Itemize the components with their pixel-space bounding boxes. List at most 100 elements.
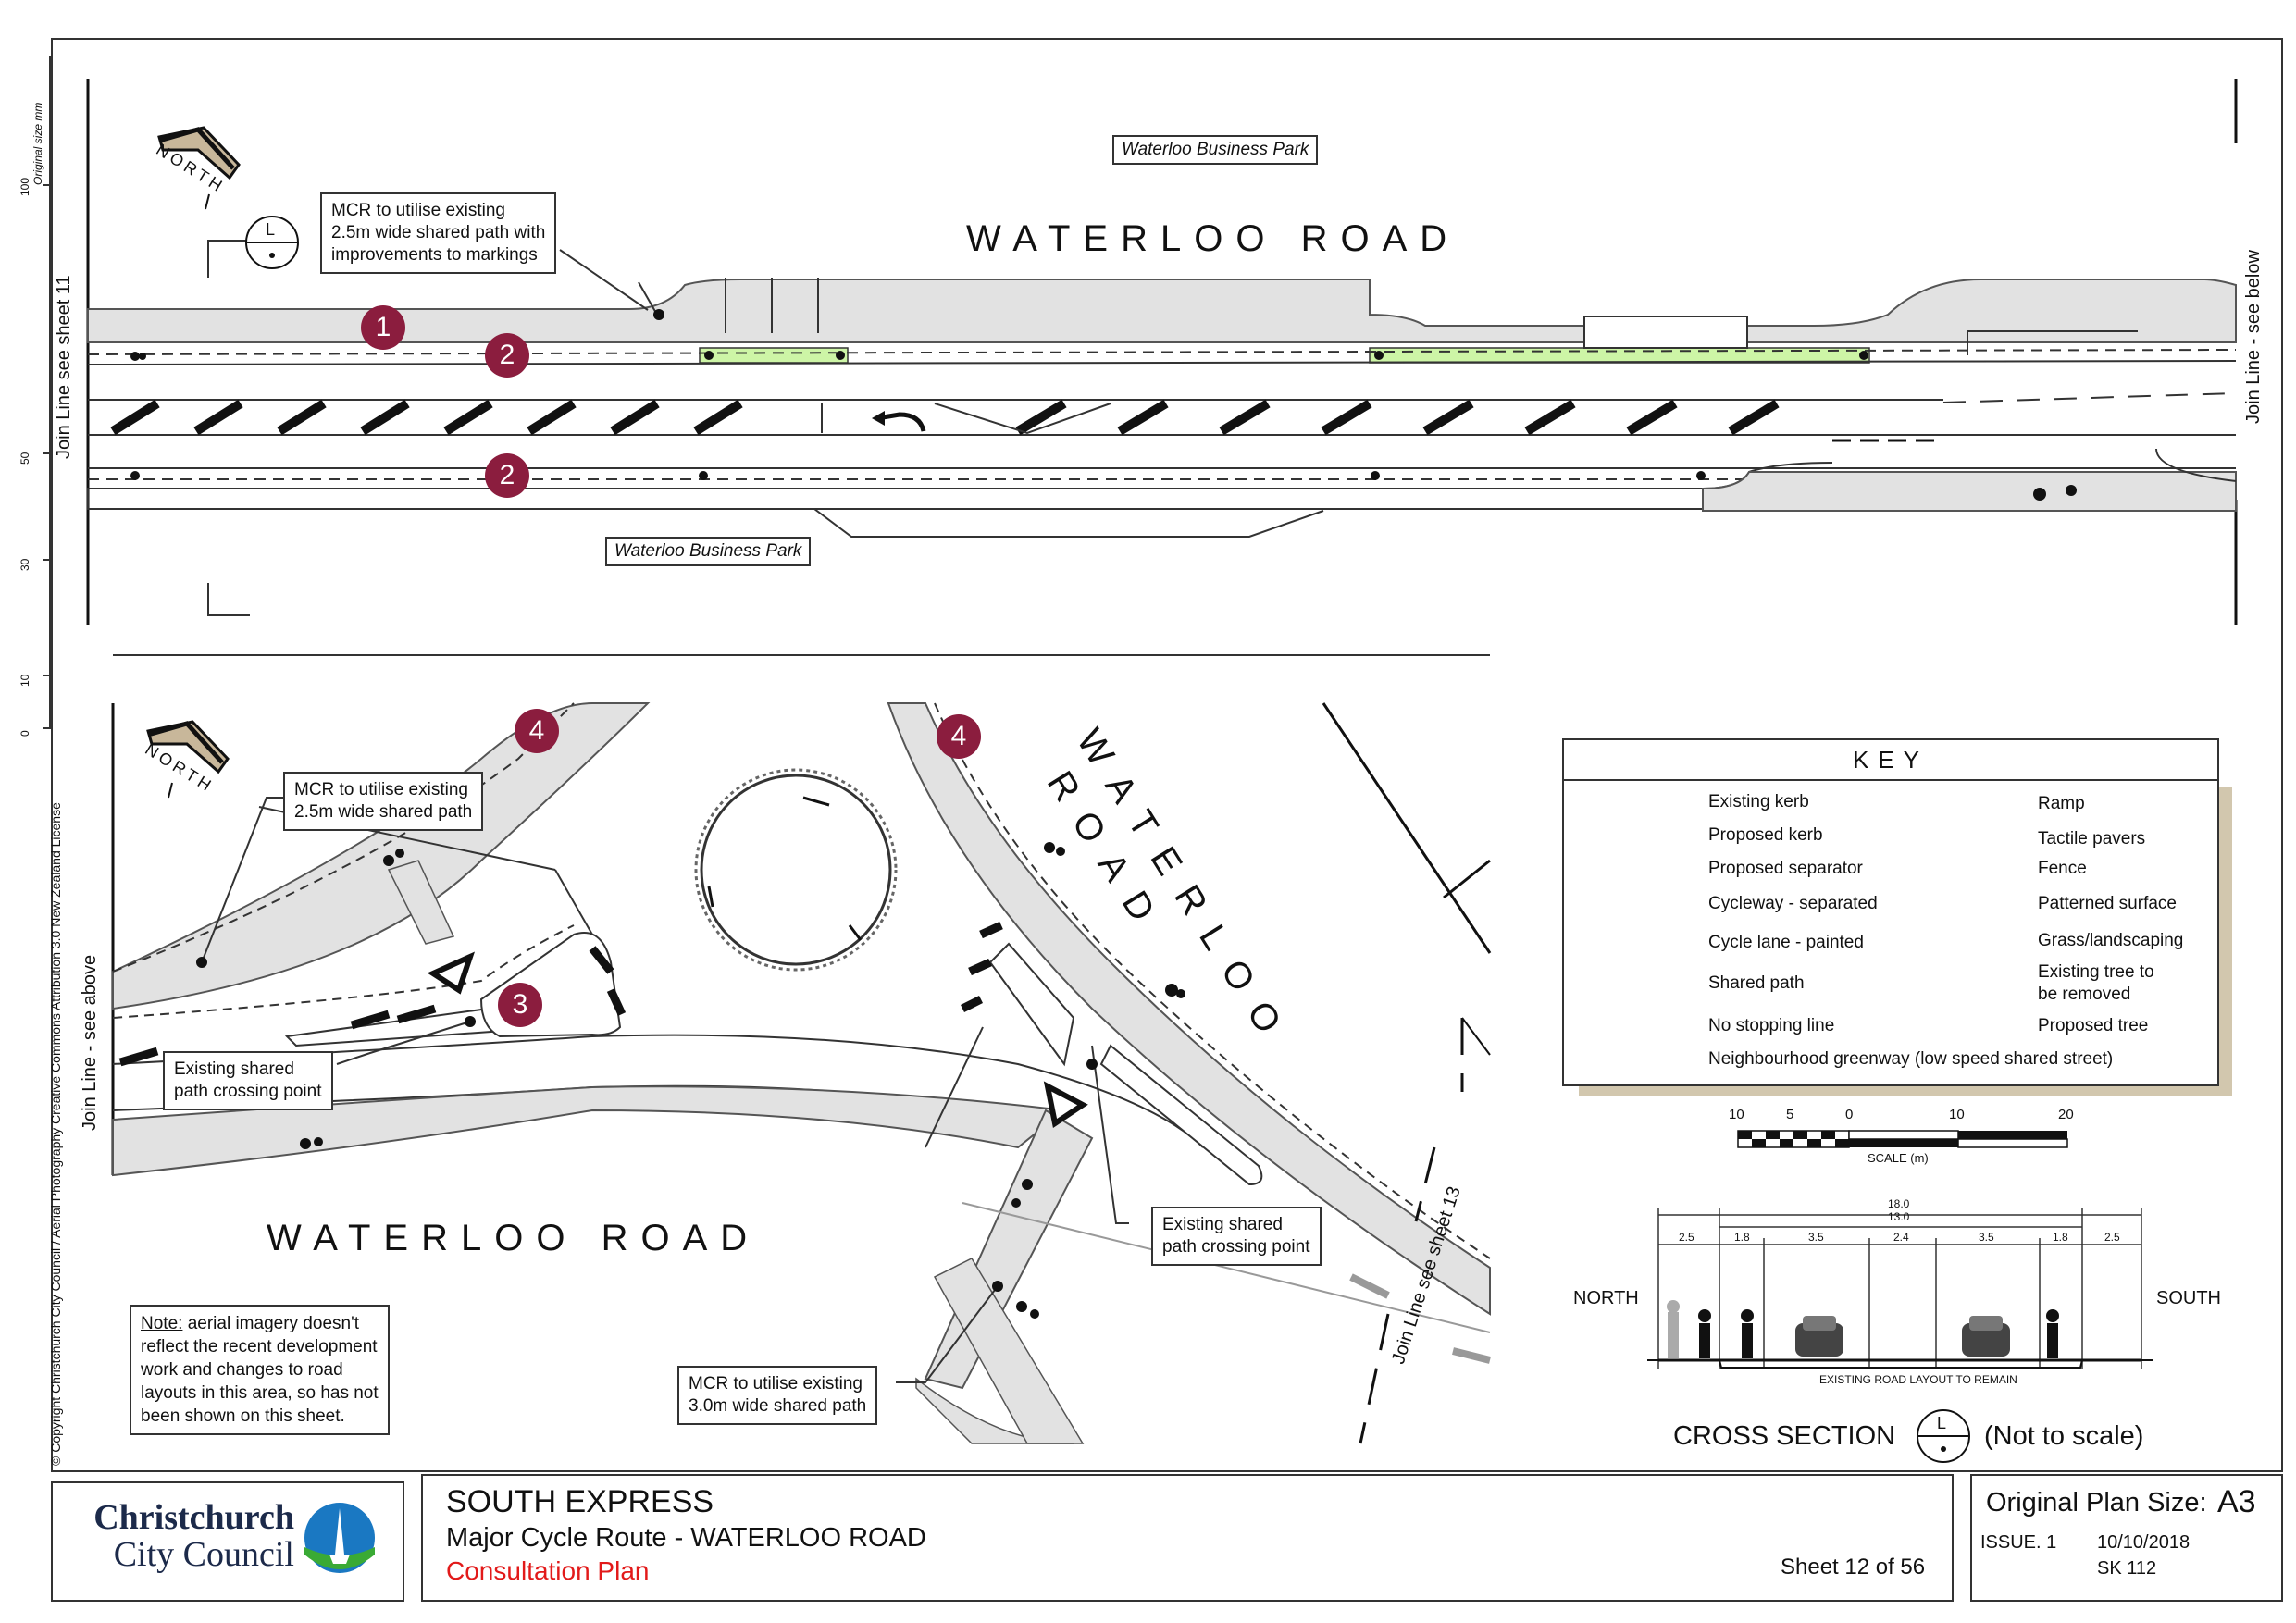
- badge-3: 3: [498, 983, 542, 1027]
- cs-seg-6: 1.8: [2053, 1231, 2068, 1244]
- route-name: Major Cycle Route - WATERLOO ROAD: [446, 1523, 926, 1553]
- project-name: SOUTH EXPRESS: [446, 1484, 714, 1519]
- issue-date: 10/10/2018: [2097, 1532, 2191, 1553]
- cs-seg-7: 2.5: [2104, 1231, 2120, 1244]
- note-line: work and changes to road: [141, 1360, 343, 1380]
- key-proposed-tree: Proposed tree: [2038, 1016, 2149, 1035]
- turn-arrow: [876, 412, 926, 432]
- cs-seg-4: 2.4: [1893, 1231, 1909, 1244]
- cycle-symbols-bottom: [300, 842, 1185, 1319]
- council-name-line1: Christchurch: [93, 1498, 294, 1537]
- callout-line: 2.5m wide shared path: [294, 802, 473, 822]
- key-shared-path: Shared path: [1708, 973, 1805, 993]
- callout-top-shared-path: MCR to utilise existing 2.5m wide shared…: [320, 192, 557, 274]
- note-box: Note: aerial imagery doesn't reflect the…: [130, 1305, 390, 1435]
- cs-north: NORTH: [1573, 1288, 1639, 1308]
- business-park-label-top: Waterloo Business Park: [1112, 135, 1319, 165]
- join-line-left-bottom: Join Line - see above: [80, 954, 100, 1131]
- cs-inner-width: 13.0: [1888, 1210, 1910, 1223]
- north-arrow-bottom: [146, 720, 230, 799]
- note-line: layouts in this area, so has not: [141, 1383, 379, 1403]
- centreline-symbol-top: [245, 216, 299, 269]
- badge-2-bottom: 2: [485, 453, 529, 498]
- cs-seg-5: 3.5: [1979, 1231, 1994, 1244]
- boundary-lines: [1322, 702, 1492, 1444]
- key-existing-tree-2: be removed: [2038, 985, 2131, 1004]
- key-legend: KEY: [1562, 738, 2219, 1086]
- cs-title: CROSS SECTION: [1673, 1421, 1896, 1451]
- cs-not-to-scale: (Not to scale): [1984, 1421, 2144, 1451]
- ruler-tick-10: 10: [19, 674, 31, 687]
- badge-1: 1: [361, 305, 405, 350]
- issue-number: ISSUE. 1: [1980, 1532, 2057, 1553]
- drawing-ref: SK 112: [2097, 1558, 2157, 1579]
- key-cycleway-separated: Cycleway - separated: [1708, 894, 1878, 913]
- scale-label-10: 10: [1949, 1107, 1965, 1122]
- scale-bar: [1737, 1130, 2068, 1148]
- ruler-tick-30: 30: [19, 558, 31, 571]
- key-title: KEY: [1564, 740, 2217, 781]
- north-arrow-top: [157, 126, 241, 210]
- note-first-line: Note: aerial imagery doesn't: [141, 1312, 379, 1335]
- callout-line: MCR to utilise existing: [689, 1374, 863, 1394]
- council-name-line2: City Council: [113, 1535, 294, 1574]
- callout-line: Existing shared: [174, 1059, 294, 1079]
- original-size-label: Original Plan Size:: [1986, 1488, 2207, 1518]
- note-line: aerial imagery doesn't: [182, 1314, 359, 1333]
- council-name: Christchurch City Council: [80, 1499, 294, 1573]
- ruler-tick-100: 100: [19, 177, 31, 196]
- note-line: been shown on this sheet.: [141, 1406, 345, 1426]
- note-label: Note:: [141, 1314, 183, 1333]
- cross-section-drawing: [1647, 1208, 2153, 1463]
- sheet-border: [51, 38, 2283, 1472]
- callout-line: 2.5m wide shared path with: [331, 223, 546, 242]
- callout-line: path crossing point: [1162, 1237, 1310, 1257]
- centreline-letter-top: L: [266, 220, 276, 239]
- copyright-text: © Copyright Christchurch City Council / …: [48, 802, 63, 1466]
- cs-remark: EXISTING ROAD LAYOUT TO REMAIN: [1819, 1373, 2017, 1386]
- join-line-right-top: Join Line - see below: [2243, 250, 2264, 424]
- badge-4-right: 4: [937, 714, 981, 759]
- note-line: reflect the recent development: [141, 1337, 378, 1357]
- join-line-left-top: Join Line see sheet 11: [54, 275, 74, 459]
- roundabout-island: [700, 774, 892, 966]
- badge-2-top: 2: [485, 333, 529, 378]
- original-size-value: A3: [2217, 1484, 2256, 1519]
- scale-label-5: 5: [1786, 1107, 1794, 1122]
- ruler-tick-0: 0: [19, 730, 31, 737]
- cycle-symbols-top: [130, 351, 2077, 501]
- callout-30m-shared-path: MCR to utilise existing 3.0m wide shared…: [677, 1366, 878, 1425]
- callout-line: MCR to utilise existing: [294, 780, 468, 799]
- callout-line: improvements to markings: [331, 245, 538, 265]
- key-tactile-pavers: Tactile pavers: [2038, 829, 2146, 849]
- ruler-label: Original size mm: [31, 102, 44, 185]
- callout-line: Existing shared: [1162, 1215, 1283, 1234]
- cs-seg-3: 3.5: [1808, 1231, 1824, 1244]
- callout-crossing-left: Existing shared path crossing point: [163, 1051, 333, 1110]
- key-existing-tree-1: Existing tree to: [2038, 962, 2154, 982]
- scale-label-20: 20: [2058, 1107, 2074, 1122]
- cs-total-width: 18.0: [1888, 1197, 1910, 1210]
- key-existing-kerb: Existing kerb: [1708, 792, 1809, 812]
- title-block-frame: [51, 1474, 2283, 1602]
- key-patterned-surface: Patterned surface: [2038, 894, 2177, 913]
- ruler-tick-50: 50: [19, 452, 31, 465]
- key-grass-landscaping: Grass/landscaping: [2038, 931, 2184, 950]
- callout-crossing-right: Existing shared path crossing point: [1151, 1207, 1322, 1266]
- key-proposed-separator: Proposed separator: [1708, 859, 1863, 878]
- bottom-plan: [111, 702, 1492, 1444]
- centreline-letter-cs: L: [1937, 1414, 1947, 1432]
- cs-seg-2: 1.8: [1734, 1231, 1750, 1244]
- business-park-label-bottom: Waterloo Business Park: [605, 537, 812, 566]
- greenway-strip: [699, 347, 849, 364]
- key-neighbourhood-greenway: Neighbourhood greenway (low speed shared…: [1708, 1049, 2114, 1069]
- key-cycle-lane-painted: Cycle lane - painted: [1708, 933, 1864, 952]
- key-proposed-kerb: Proposed kerb: [1708, 825, 1823, 845]
- cs-south: SOUTH: [2156, 1288, 2221, 1308]
- badge-4-left: 4: [515, 709, 559, 753]
- key-ramp: Ramp: [2038, 794, 2085, 813]
- scale-label-0: 0: [1845, 1107, 1854, 1122]
- plan-type: Consultation Plan: [446, 1556, 650, 1585]
- key-no-stopping-line: No stopping line: [1708, 1016, 1835, 1035]
- callout-25m-shared-path: MCR to utilise existing 2.5m wide shared…: [283, 772, 484, 831]
